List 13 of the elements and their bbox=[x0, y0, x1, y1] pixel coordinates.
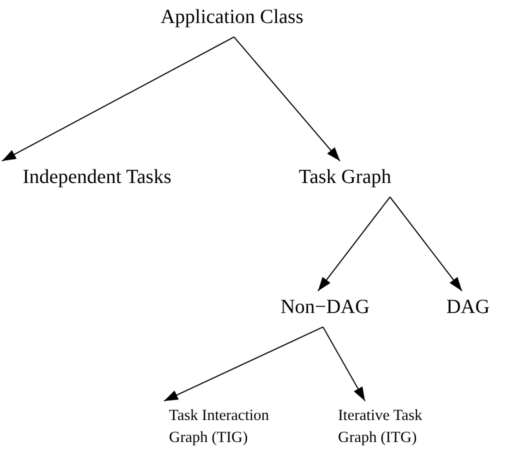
arrow bbox=[318, 196, 390, 292]
arrow bbox=[164, 326, 324, 402]
arrow bbox=[390, 196, 462, 292]
node-label: Non−DAG bbox=[280, 295, 370, 319]
node-label: DAG bbox=[446, 295, 490, 319]
node-label: Task Interaction Graph (TIG) bbox=[169, 405, 297, 450]
node-label: Task Graph bbox=[298, 165, 392, 189]
arrow bbox=[234, 36, 340, 162]
arrow bbox=[2, 36, 234, 162]
node-label: Application Class bbox=[160, 5, 304, 29]
node-label: Iterative Task Graph (ITG) bbox=[338, 405, 446, 450]
arrow bbox=[322, 326, 366, 402]
node-label: Independent Tasks bbox=[22, 165, 172, 189]
